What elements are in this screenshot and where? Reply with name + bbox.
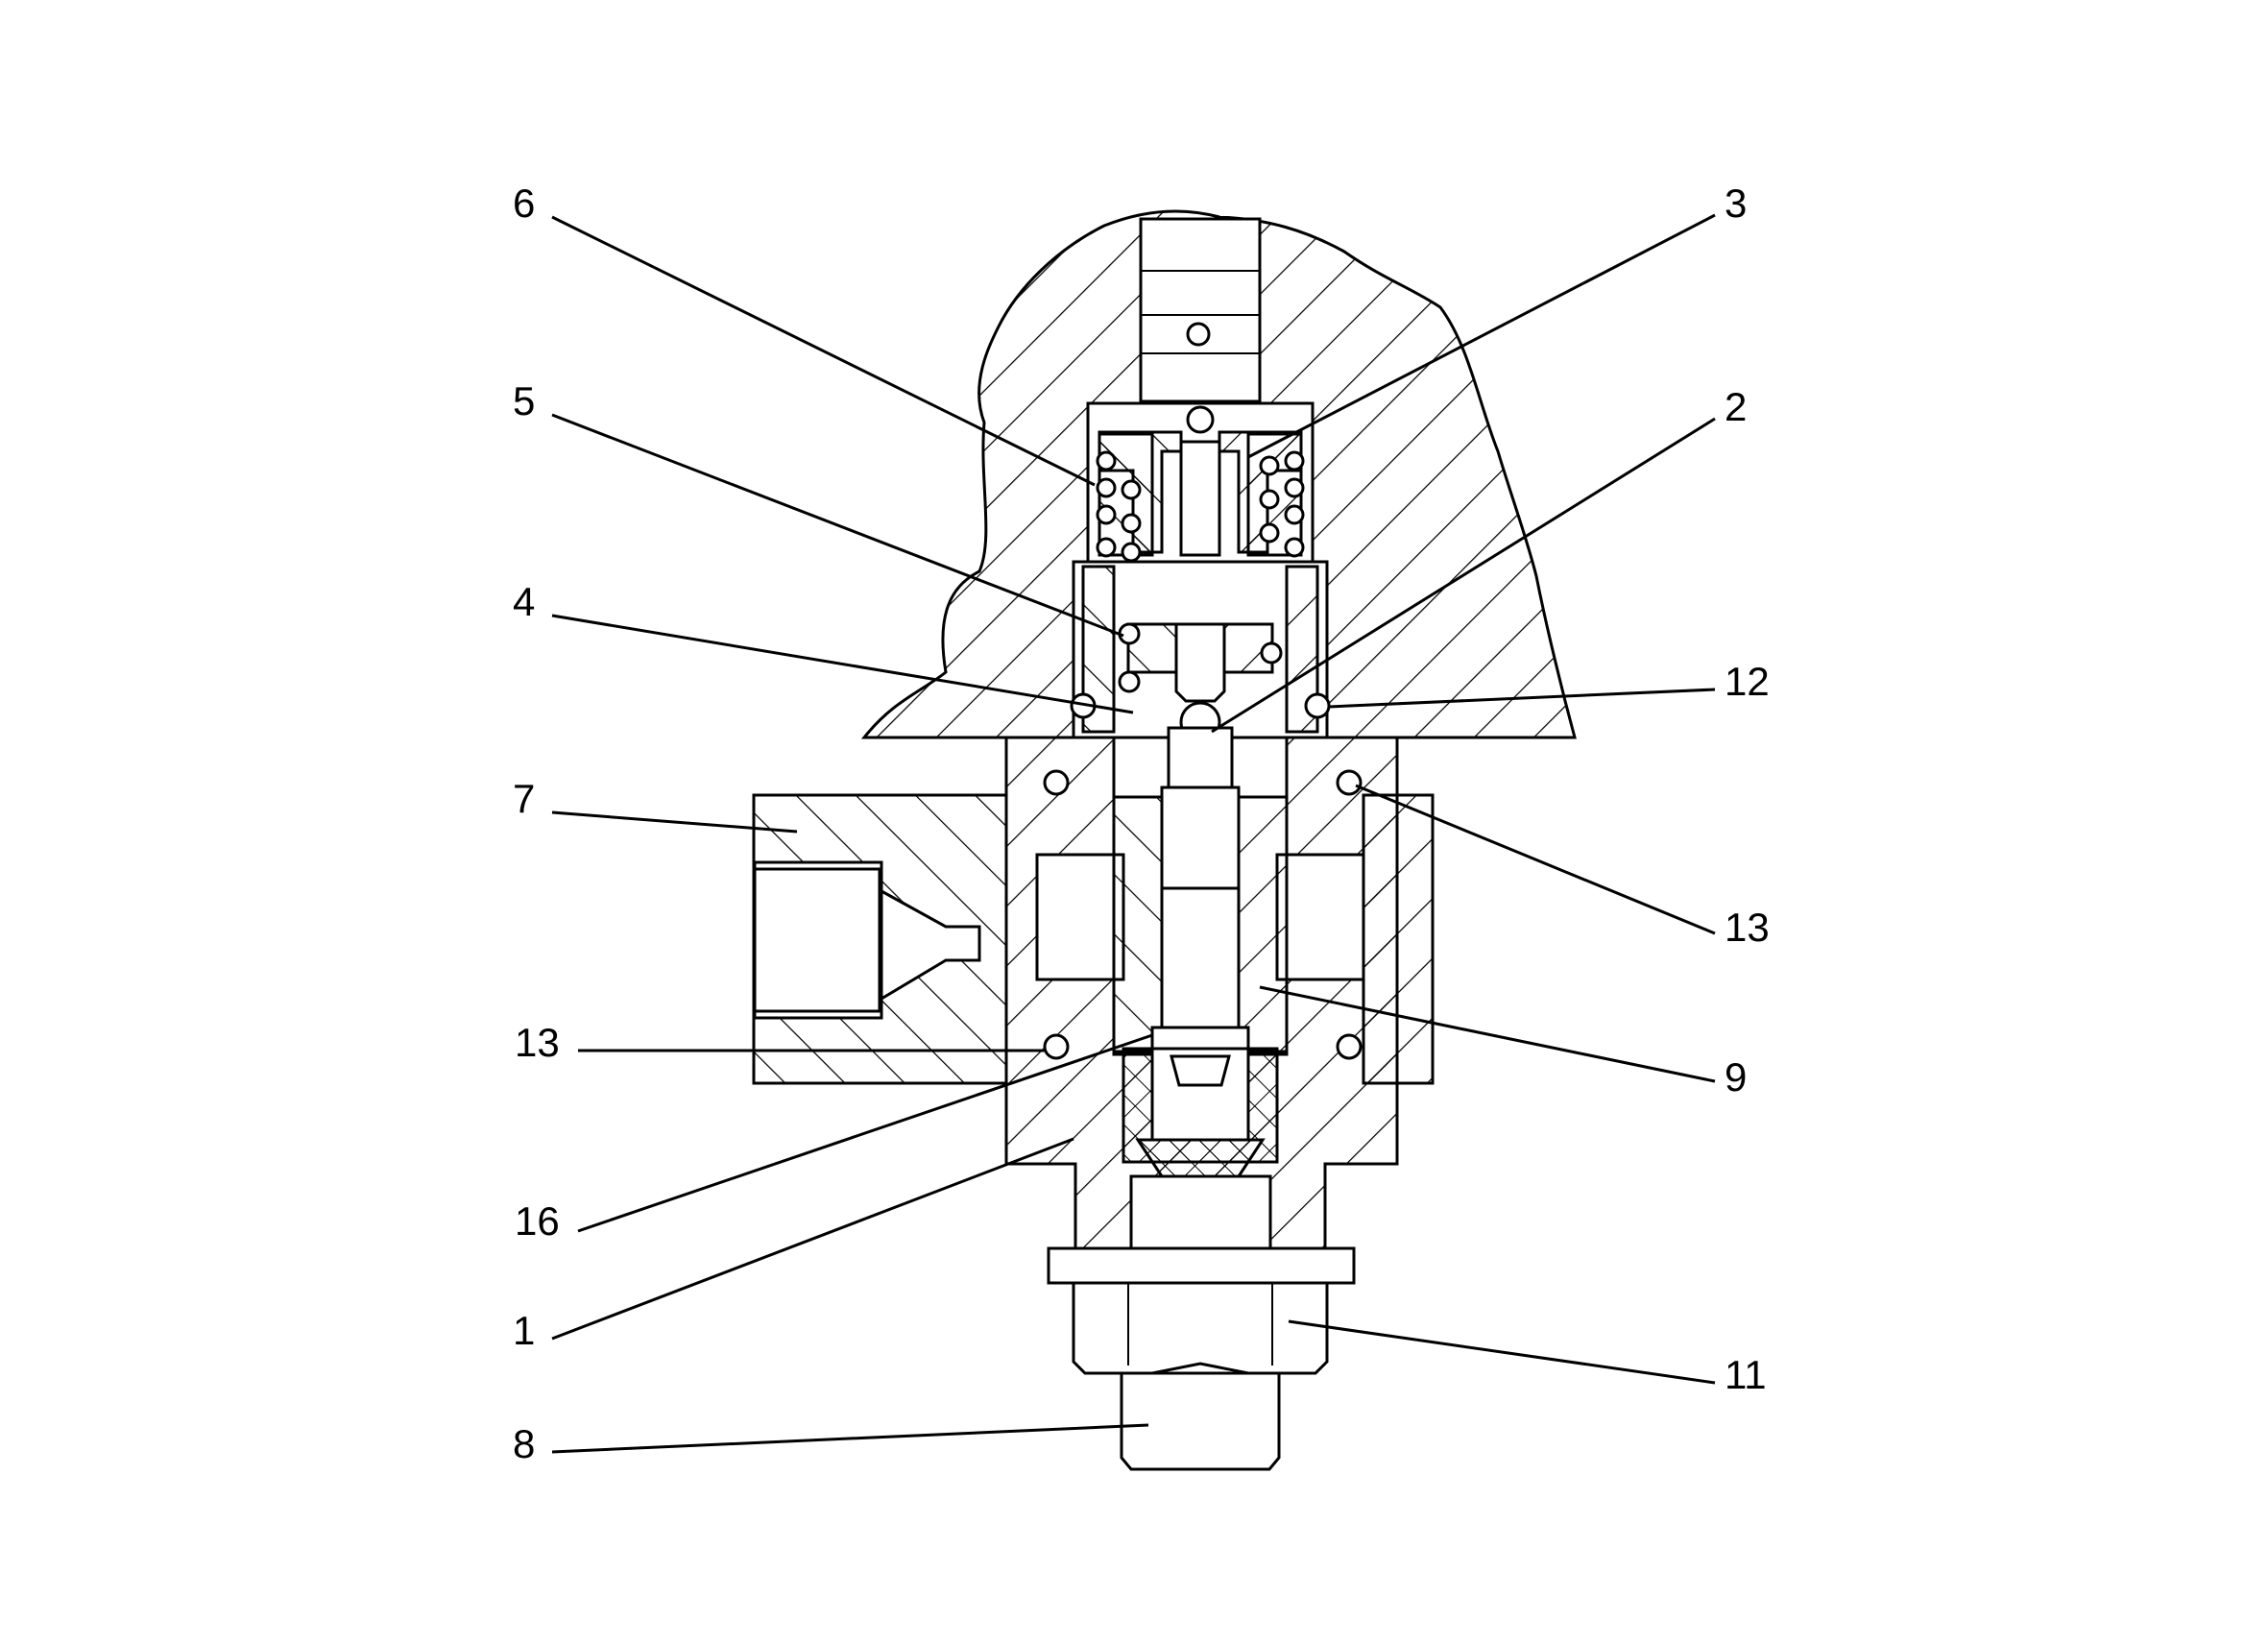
callout-label-1: 1 bbox=[513, 1308, 535, 1353]
callout-label-12: 12 bbox=[1725, 659, 1770, 704]
callout-7: 7 bbox=[513, 776, 798, 834]
callout-1: 1 bbox=[513, 1137, 1074, 1353]
callout-5: 5 bbox=[513, 378, 1124, 638]
callout-8: 8 bbox=[513, 1421, 1149, 1466]
callout-2: 2 bbox=[1211, 384, 1747, 734]
callout-12: 12 bbox=[1328, 659, 1770, 709]
callout-label-3: 3 bbox=[1725, 181, 1747, 226]
callout-4: 4 bbox=[513, 579, 1134, 714]
callout-label-11: 11 bbox=[1725, 1352, 1767, 1397]
threaded-stud bbox=[1120, 1371, 1281, 1471]
callout-label-4: 4 bbox=[513, 579, 535, 624]
outer-spring-coils bbox=[1096, 450, 1305, 563]
valve-bushing bbox=[1070, 560, 1331, 743]
callout-3: 3 bbox=[1247, 181, 1747, 459]
callout-label-7: 7 bbox=[513, 776, 535, 821]
callout-16: 16 bbox=[515, 1033, 1153, 1244]
upper-spring-chamber bbox=[1086, 401, 1315, 564]
callout-11: 11 bbox=[1288, 1319, 1767, 1397]
callout-9: 9 bbox=[1259, 985, 1747, 1100]
hex-nut bbox=[1047, 1246, 1356, 1375]
callout-label-5: 5 bbox=[513, 378, 535, 423]
callout-label-9: 9 bbox=[1725, 1054, 1747, 1100]
valve-body bbox=[752, 726, 1435, 1250]
callout-6: 6 bbox=[513, 181, 1096, 487]
callout-13-left: 13 bbox=[515, 1020, 1047, 1065]
callout-label-13-left: 13 bbox=[515, 1020, 560, 1065]
callout-label-13-right: 13 bbox=[1725, 905, 1770, 950]
callout-label-6: 6 bbox=[513, 181, 535, 226]
callout-label-8: 8 bbox=[513, 1421, 535, 1466]
callout-label-16: 16 bbox=[515, 1198, 560, 1244]
callout-13-right: 13 bbox=[1355, 784, 1770, 950]
callout-label-2: 2 bbox=[1725, 384, 1747, 429]
